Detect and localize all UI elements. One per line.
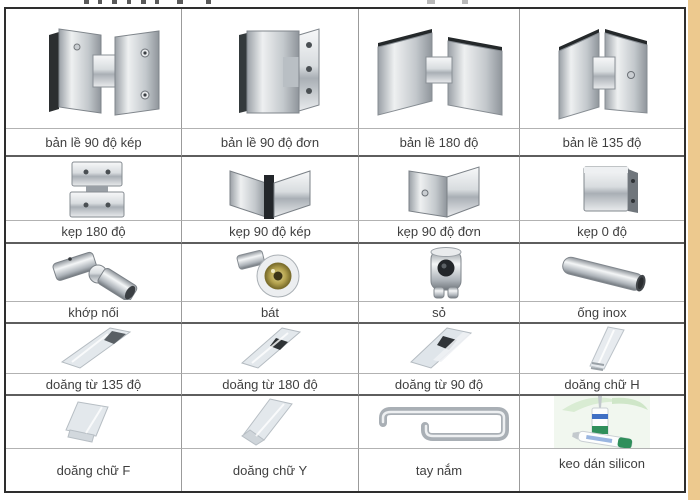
product-image-clamp-180 [6,157,182,220]
product-label: kẹp 90 độ kép [182,220,359,244]
product-label: doăng chữ F [6,448,182,491]
product-label-text: bản lề 90 độ kép [45,134,142,150]
product-label: bản lề 180 độ [359,128,520,157]
product-label: doăng chữ H [520,373,684,396]
product-label-text: bản lề 135 độ [562,134,642,150]
product-image-clamp-90-double [182,157,359,220]
product-label-text: doăng từ 90 độ [394,376,484,392]
product-label-text: kẹp 0 độ [577,224,627,239]
product-label: sỏ [359,301,520,324]
product-image-hinge-135 [520,9,684,128]
product-image-hinge-90-single [182,9,359,128]
product-image-hinge-180 [359,9,520,128]
product-image-swivel-connector [6,244,182,301]
product-label: bản lề 135 độ [520,128,684,157]
product-image-hinge-90-double [6,9,182,128]
product-label-text: kẹp 180 độ [61,224,126,239]
product-label-text: khớp nối [68,304,119,320]
product-image-seal-f [6,396,182,448]
product-label: khớp nối [6,301,182,324]
product-image-clamp-0 [520,157,684,220]
product-label: doăng từ 135 độ [6,373,182,396]
product-label-text: doăng từ 135 độ [45,376,142,392]
product-label-text: ống inox [577,304,627,320]
product-label-text: doăng từ 180 độ [222,376,318,392]
product-label-text: bản lề 90 độ đơn [220,134,320,150]
product-label: kẹp 180 độ [6,220,182,244]
product-image-inox-tube [520,244,684,301]
product-label: doăng từ 90 độ [359,373,520,396]
product-label: doăng từ 180 độ [182,373,359,396]
product-image-clamp-90-single [359,157,520,220]
product-label-text: bản lề 180 độ [399,134,479,150]
page-background-strip [688,0,700,500]
product-image-flange-mount [182,244,359,301]
product-label: ống inox [520,301,684,324]
product-label: kẹp 0 độ [520,220,684,244]
product-image-seal-h [520,324,684,373]
product-image-handle [359,396,520,448]
product-label-text: keo dán silicon [559,456,645,471]
product-label-text: doăng chữ F [56,462,131,478]
product-label: tay nắm [359,448,520,491]
product-image-silicon-glue [520,396,684,448]
product-image-seal-135 [6,324,182,373]
product-label: keo dán silicon [520,448,684,491]
product-image-seal-90 [359,324,520,373]
product-image-seal-180 [182,324,359,373]
product-image-seal-y [182,396,359,448]
product-label: bản lề 90 độ kép [6,128,182,157]
product-label: doăng chữ Y [182,448,359,491]
product-label-text: doăng chữ H [564,376,640,392]
product-label-text: bát [260,304,280,320]
product-label-text: doăng chữ Y [232,462,308,478]
product-label-text: kẹp 90 độ đơn [397,224,481,239]
product-label: kẹp 90 độ đơn [359,220,520,244]
product-label: bát [182,301,359,324]
product-catalog-table: bản lề 90 độ kép bản lề 90 độ đơn bản lề… [4,7,686,493]
product-label-text: tay nắm [415,462,463,478]
product-image-tube-holder [359,244,520,301]
product-label-text: kẹp 90 độ kép [229,224,311,239]
product-label-text: sỏ [432,304,446,320]
product-label: bản lề 90 độ đơn [182,128,359,157]
